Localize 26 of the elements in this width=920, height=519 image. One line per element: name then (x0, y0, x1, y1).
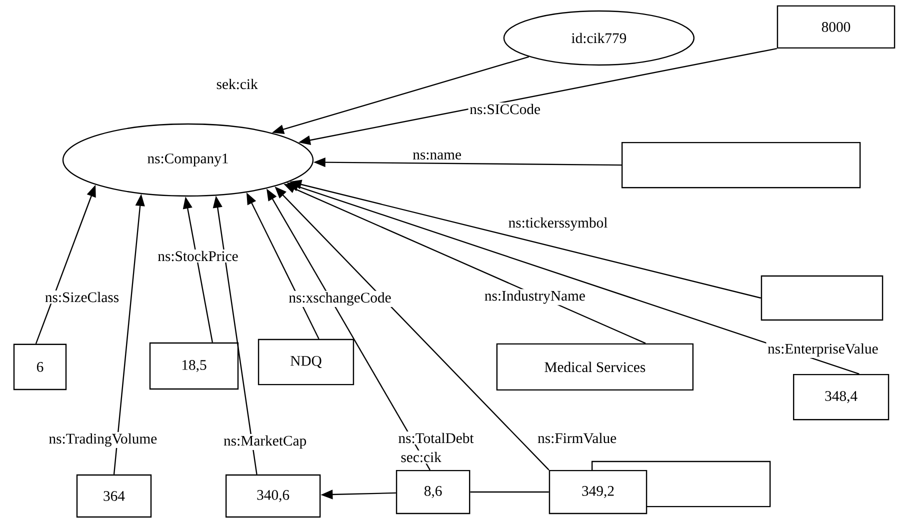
edge-label: ns:tickerssymbol (506, 216, 610, 232)
edge-label: ns:SICCode (468, 102, 542, 116)
literal-box: 18,5 (149, 342, 239, 390)
edge-label: ns:name (411, 151, 463, 161)
edge-label: ns:IndustryName (483, 289, 587, 306)
edge-label: sek:cik (214, 78, 260, 91)
edge-label: ns:xschangeCode (287, 290, 393, 307)
edge-label: ns:SizeClass (44, 290, 120, 304)
literal-box: 8000 (776, 5, 896, 49)
edge-label: ns:FirmValue (536, 432, 618, 445)
edge-label: ns:MarketCap (222, 434, 308, 450)
edge-label: ns:TotalDebt (396, 432, 476, 445)
literal-box: 6 (13, 344, 67, 390)
literal-box: Medical Services (496, 343, 694, 391)
literal-box: 348,4 (793, 374, 890, 420)
empty-box (760, 275, 884, 321)
literal-box: NDQ (258, 338, 354, 386)
literal-box: 340,6 (225, 474, 321, 518)
empty-box (621, 142, 861, 188)
literal-box: 8,6 (396, 470, 470, 514)
edge-label: ns:EnterpriseValue (766, 342, 880, 358)
edge-label: ns:TradingVolume (47, 432, 158, 448)
literal-box: 364 (76, 474, 152, 518)
label-text: sec:cik (399, 450, 443, 464)
edge-label: ns:StockPrice (156, 250, 240, 263)
literal-box: 349,2 (548, 470, 648, 514)
